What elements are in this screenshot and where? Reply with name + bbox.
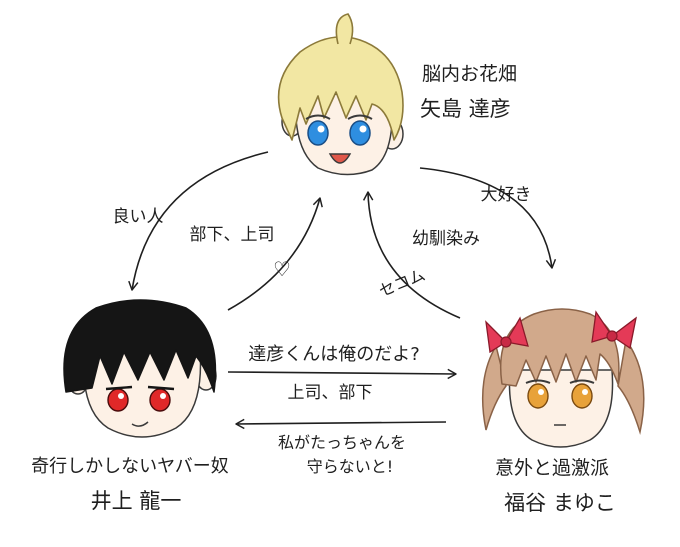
character-top-descriptor: 脳内お花畑 xyxy=(422,63,517,85)
relation-left-to-top: 部下、上司 xyxy=(190,225,275,245)
relation-left-to-right-2: 上司、部下 xyxy=(288,383,373,403)
character-top-face xyxy=(277,13,404,176)
arrow-left-to-right xyxy=(227,368,457,380)
relation-right-to-top-1: 幼馴染み xyxy=(412,229,480,249)
relation-right-to-left-1: 私がたっちゃんを xyxy=(278,433,406,452)
relation-left-to-right-1: 達彦くんは俺のだよ? xyxy=(248,344,420,365)
arrow-left-to-top xyxy=(227,197,323,311)
relation-right-to-left-2: 守らないと! xyxy=(307,457,393,476)
arrow-right-to-top xyxy=(362,191,461,319)
character-left-descriptor: 奇行しかしないヤバー奴 xyxy=(31,456,229,477)
character-right-face xyxy=(481,308,645,448)
character-left-face xyxy=(63,299,217,438)
relation-top-to-right: 大好き xyxy=(481,185,532,205)
character-top-name: 矢島 達彦 xyxy=(420,97,511,121)
relation-top-to-left: 良い人 xyxy=(113,207,164,227)
arrow-right-to-left xyxy=(235,418,447,430)
heart-icon: ♡ xyxy=(273,257,291,281)
character-left-name: 井上 龍一 xyxy=(91,489,182,513)
arrow-top-to-right xyxy=(419,167,557,269)
character-right-name: 福谷 まゆこ xyxy=(504,491,616,515)
character-right-descriptor: 意外と過激派 xyxy=(495,457,609,479)
arrow-top-to-left xyxy=(128,151,269,291)
